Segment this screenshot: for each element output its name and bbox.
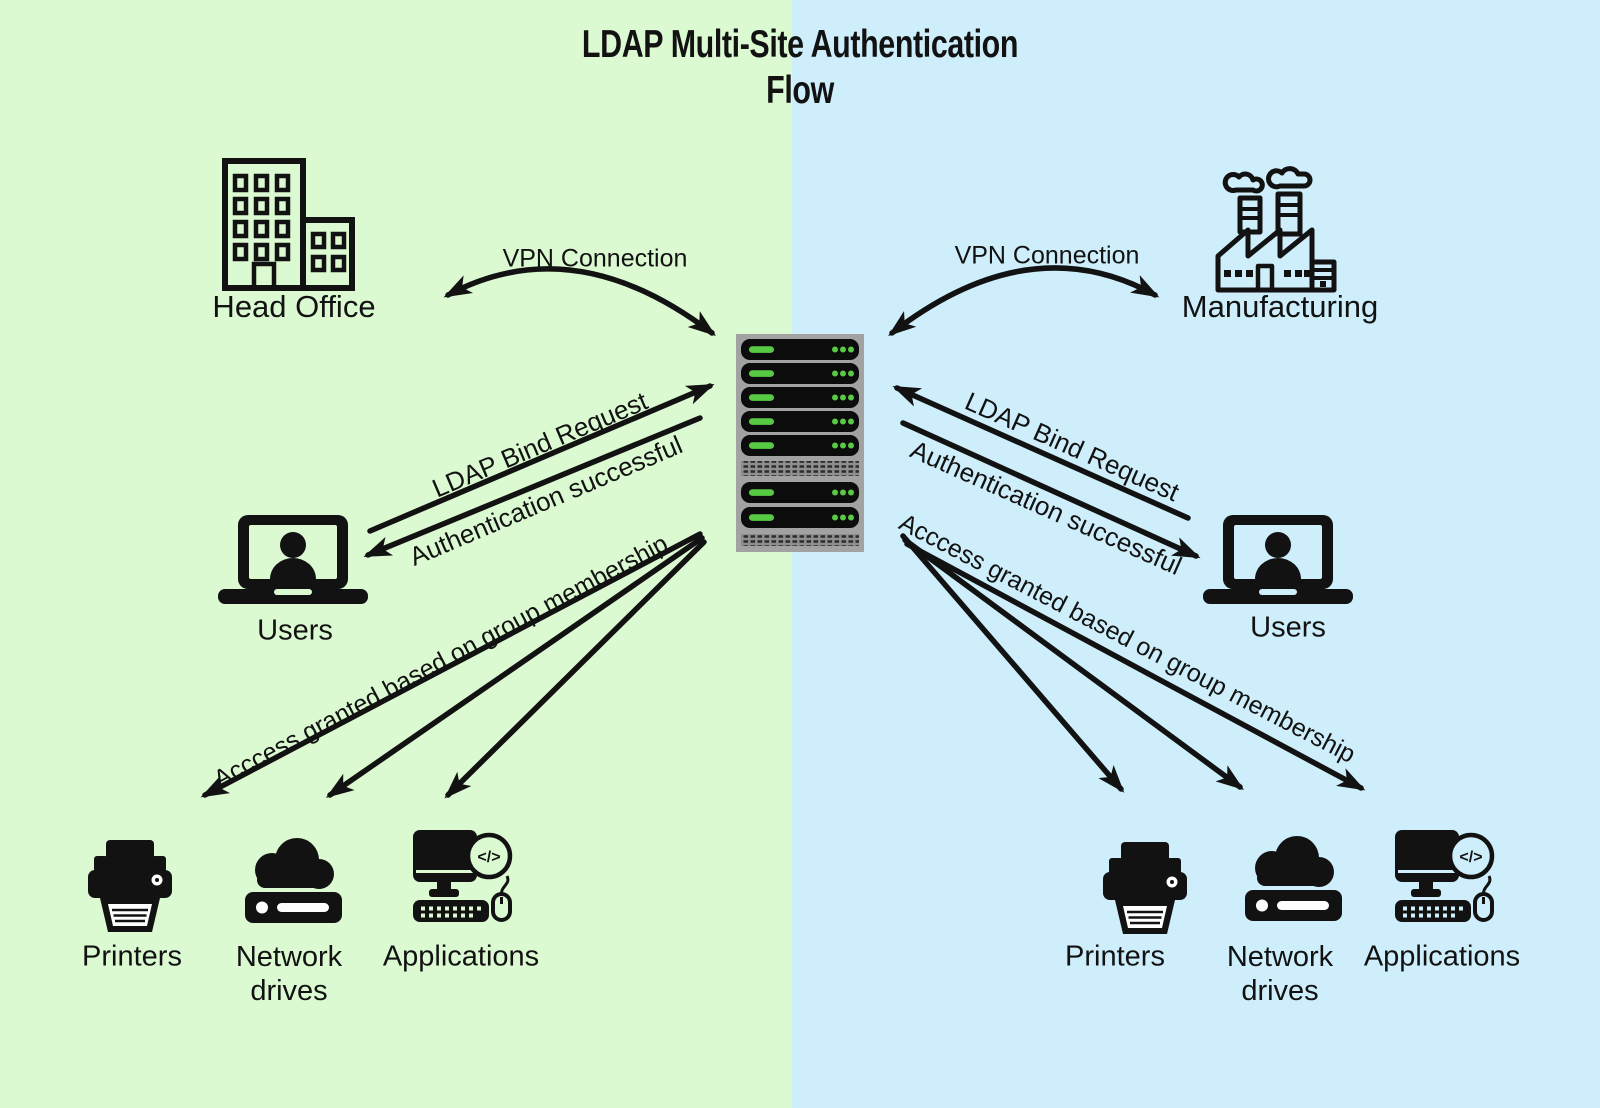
- ldap-bind-arrow-left: [367, 383, 715, 534]
- network-drives-label-right: Network drives: [1226, 941, 1334, 1007]
- network-drive-icon-right: [1245, 836, 1342, 921]
- network-drive-icon-left: [245, 838, 342, 923]
- title-line-1: LDAP Multi-Site Authentication: [581, 23, 1019, 66]
- applications-icon-right: [1395, 830, 1492, 922]
- arrow-layer: [200, 265, 1366, 799]
- access-arrow-left-applications: [444, 539, 707, 799]
- manufacturing-icon: [1215, 166, 1337, 293]
- access-arrow-left-network-drives: [325, 535, 705, 798]
- head-office-label: Head Office: [212, 289, 376, 324]
- ldap-server-icon: [736, 334, 864, 552]
- applications-icon-left: [413, 830, 510, 922]
- diagram-title: LDAP Multi-Site Authentication Flow: [176, 22, 1424, 114]
- auth-success-arrow-right: [900, 420, 1201, 559]
- users-label-left: Users: [257, 614, 333, 647]
- manufacturing-label: Manufacturing: [1181, 289, 1379, 324]
- network-drives-label-left: Network drives: [235, 941, 343, 1007]
- title-line-2: Flow: [766, 69, 834, 112]
- head-office-icon: [222, 158, 355, 291]
- printer-icon-right: [1101, 840, 1189, 936]
- printer-icon-left: [86, 838, 174, 934]
- applications-label-left: Applications: [382, 940, 540, 973]
- auth-success-arrow-left: [363, 415, 703, 558]
- printers-label-right: Printers: [1065, 940, 1165, 973]
- printers-label-left: Printers: [82, 940, 182, 973]
- users-laptop-icon-left: [218, 515, 368, 604]
- users-label-right: Users: [1250, 611, 1326, 644]
- applications-label-right: Applications: [1363, 940, 1521, 973]
- ldap-bind-arrow-right: [892, 385, 1191, 521]
- access-arrow-right-applications: [904, 541, 1366, 791]
- access-arrow-left-printers: [200, 531, 703, 798]
- vpn-connection-label-left: VPN Connection: [502, 244, 688, 273]
- users-laptop-icon-right: [1203, 515, 1353, 604]
- vpn-arrow-left: [443, 266, 716, 337]
- vpn-arrow-right: [888, 265, 1160, 337]
- vpn-connection-label-right: VPN Connection: [954, 241, 1140, 270]
- access-arrow-right-network-drives: [902, 537, 1245, 790]
- access-arrow-right-printers: [900, 533, 1125, 793]
